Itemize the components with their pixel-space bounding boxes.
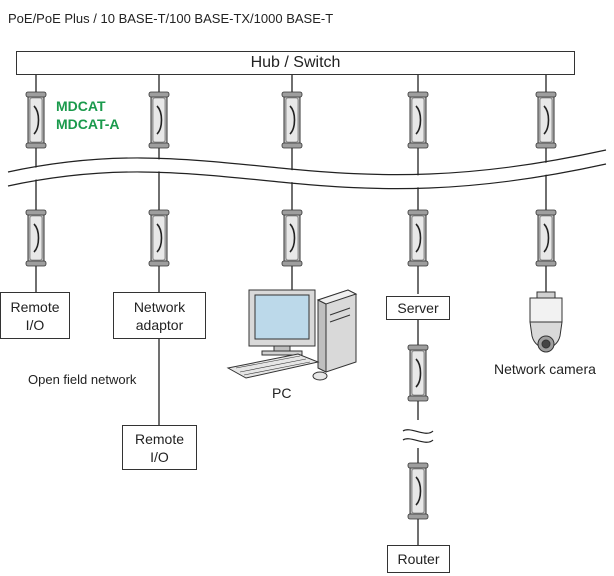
network-camera-label: Network camera: [494, 361, 596, 377]
server-label: Server: [397, 300, 439, 316]
surge-protector-icon: [25, 209, 47, 267]
surge-protector-icon: [407, 209, 429, 267]
surge-protector-icon: [407, 344, 429, 402]
remote-io-2-label-line2: I/O: [150, 448, 169, 465]
remote-io-box-2: Remote I/O: [122, 425, 197, 470]
cable-break-marks: [402, 429, 434, 443]
surge-protector-icon: [281, 91, 303, 149]
server-box: Server: [386, 296, 450, 320]
router-box: Router: [387, 545, 450, 573]
break-band: [7, 149, 607, 190]
surge-protector-icon: [407, 91, 429, 149]
hub-switch-label: Hub / Switch: [250, 54, 341, 71]
break-band-fill: [8, 151, 606, 188]
surge-protector-icon: [535, 209, 557, 267]
remote-io-label-line1: Remote: [10, 298, 60, 315]
hub-switch: Hub / Switch: [16, 51, 575, 75]
network-adaptor-label-line1: Network: [133, 298, 186, 315]
product-name-mdcat: MDCAT: [56, 98, 106, 114]
surge-protector-icon: [25, 91, 47, 149]
pc-icon: [226, 289, 358, 381]
surge-protector-icon: [535, 91, 557, 149]
pc-label: PC: [272, 385, 292, 401]
router-label: Router: [397, 551, 440, 567]
product-name-mdcat-a: MDCAT-A: [56, 116, 120, 132]
surge-protector-icon: [148, 209, 170, 267]
open-field-network-label: Open field network: [28, 372, 137, 387]
network-adaptor-label-line2: adaptor: [135, 316, 184, 333]
remote-io-box: Remote I/O: [0, 292, 70, 339]
remote-io-2-label-line1: Remote: [134, 430, 185, 447]
spec-header: PoE/PoE Plus / 10 BASE-T/100 BASE-TX/100…: [8, 11, 334, 26]
surge-protector-icon: [281, 209, 303, 267]
surge-protector-icon: [407, 462, 429, 520]
network-adaptor-box: Network adaptor: [113, 292, 206, 339]
network-camera-icon: [529, 291, 563, 353]
surge-protector-icon: [148, 91, 170, 149]
remote-io-label-line2: I/O: [25, 316, 45, 333]
